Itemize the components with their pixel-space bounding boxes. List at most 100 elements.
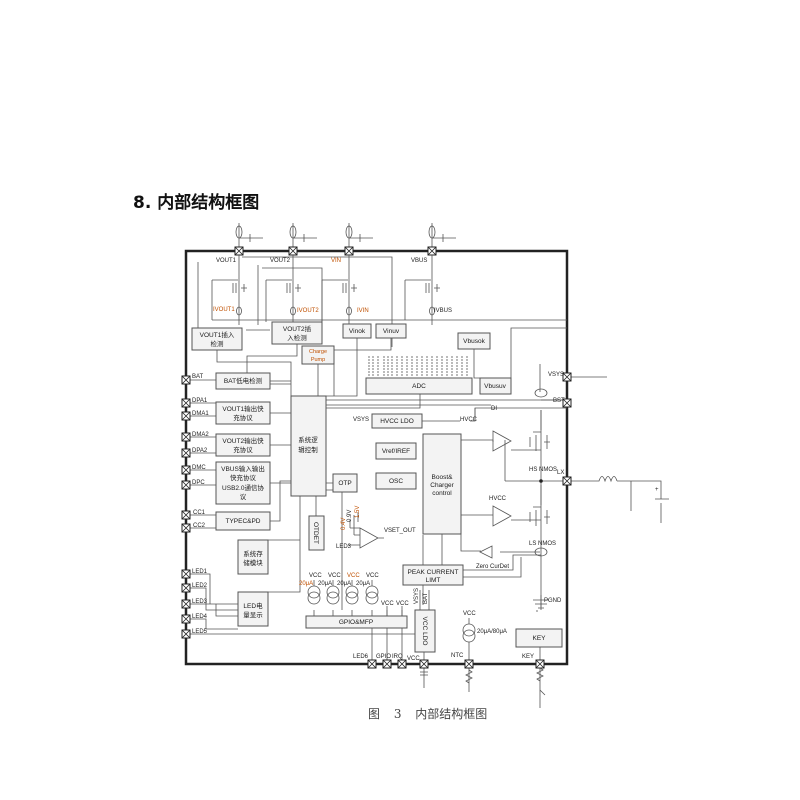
svg-text:VCC: VCC (463, 611, 476, 617)
ntc-current-source: VCC 20μA/80μA (420, 611, 546, 696)
figure-caption: 图 3 内部结构框图 (368, 707, 488, 721)
pin-label-dpa1: DPA1 (192, 398, 208, 404)
svg-text:OTP: OTP (338, 480, 351, 487)
svg-text:0.9V: 0.9V (347, 510, 353, 522)
lx-node-dot (539, 479, 543, 483)
svg-text:VOUT2输出快: VOUT2输出快 (222, 436, 264, 445)
svg-text:20μA: 20μA (356, 581, 370, 587)
sense-label-ivbus: IVBUS (434, 308, 452, 314)
pin-label-key: KEY (522, 654, 534, 660)
sense-label-ivout1: IVOUT1 (213, 307, 235, 313)
svg-text:VCC: VCC (366, 573, 379, 579)
pin-label-vout1: VOUT1 (216, 258, 237, 264)
power-path-mosfets (197, 255, 567, 347)
svg-text:Charger: Charger (430, 482, 454, 489)
block-vbusuv: Vbusuv (479, 377, 512, 395)
svg-text:HVCC LDO: HVCC LDO (380, 418, 414, 425)
pin-label-lx: LX (557, 470, 564, 476)
block-adc: ADC (365, 356, 473, 395)
pin-label-led4: LED4 (192, 614, 208, 620)
svg-text:VCC: VCC (347, 573, 360, 579)
sense-label-ivin: IVIN (357, 308, 369, 314)
pin-label-led2: LED2 (192, 583, 208, 589)
svg-text:VBUS输入输出: VBUS输入输出 (221, 464, 265, 473)
svg-text:Vinuv: Vinuv (383, 328, 400, 335)
label-di: DI (491, 406, 497, 412)
block-bat-low-detect: BAT低电检测 (215, 372, 271, 390)
svg-text:VOUT1输出快: VOUT1输出快 (222, 404, 264, 413)
pin-label-vcc: VCC (407, 656, 420, 662)
svg-text:USB2.0通信协: USB2.0通信协 (222, 483, 264, 492)
label-hs-nmos: HS NMOS (529, 467, 557, 473)
svg-text:Boost&: Boost& (432, 474, 454, 481)
top-external-connectors (235, 223, 456, 251)
section-title: 8. 内部结构框图 (133, 193, 260, 213)
pin-label-dpa2: DPA2 (192, 448, 208, 454)
block-vbusok: Vbusok (457, 332, 491, 350)
svg-text:检测: 检测 (211, 339, 225, 348)
svg-text:Vinok: Vinok (349, 328, 366, 335)
block-typec-pd: TYPEC&PD (215, 511, 271, 531)
pin-label-bat: BAT (192, 374, 204, 380)
sense-label-ivout2: IVOUT2 (297, 308, 319, 314)
svg-text:20μA/80μA: 20μA/80μA (477, 629, 507, 635)
pin-label-led3: LED3 (192, 599, 208, 605)
pin-label-cc1: CC1 (193, 510, 206, 516)
block-hvcc-ldo: HVCC LDO (371, 413, 423, 429)
label-pgnd: PGND (544, 598, 562, 604)
svg-text:VCC LDO: VCC LDO (421, 617, 428, 646)
svg-text:20μA: 20μA (299, 581, 313, 587)
svg-text:20μA: 20μA (337, 581, 351, 587)
svg-text:VOUT1插入: VOUT1插入 (200, 330, 235, 339)
svg-text:Vbusok: Vbusok (463, 338, 485, 345)
label-zero-curdet: Zero CurDet (476, 564, 509, 570)
block-gpio-mfp: GPIO&MFP (305, 615, 408, 629)
svg-text:储模块: 储模块 (243, 558, 263, 567)
svg-text:LED电: LED电 (243, 601, 263, 610)
pin-label-led6: LED6 (353, 654, 369, 660)
pin-label-vin: VIN (331, 258, 341, 264)
svg-text:LIMT: LIMT (426, 577, 441, 584)
svg-text:20μA: 20μA (318, 581, 332, 587)
svg-text:PEAK CURRENT: PEAK CURRENT (408, 569, 459, 576)
pin-label-ntc: NTC (451, 653, 464, 659)
svg-text:VCC: VCC (381, 601, 394, 607)
svg-text:Vbusuv: Vbusuv (484, 383, 506, 390)
pin-label-cc2: CC2 (193, 523, 206, 529)
svg-text:快充协议: 快充协议 (230, 473, 257, 482)
label-ls-nmos: LS NMOS (529, 541, 556, 547)
svg-text:control: control (432, 490, 452, 497)
svg-text:VCC: VCC (396, 601, 409, 607)
right-pins: VSYS BST LX (548, 372, 572, 486)
pin-label-gpio: GPIO (376, 654, 391, 660)
pin-label-vsys: VSYS (548, 372, 564, 378)
hvcc-line (422, 408, 476, 422)
svg-text:系统存: 系统存 (243, 549, 263, 558)
pin-label-irq: IRQ (392, 654, 403, 660)
svg-text:LED3: LED3 (336, 544, 352, 550)
svg-text:VSET_OUT: VSET_OUT (384, 528, 416, 534)
label-vsys-in: VSYS (353, 417, 369, 423)
svg-text:BAT: BAT (423, 592, 429, 604)
block-otdet: OTDET (308, 515, 325, 551)
block-key: KEY (515, 628, 563, 648)
block-otp: OTP (332, 473, 358, 493)
svg-text:VOUT2插: VOUT2插 (283, 324, 312, 333)
svg-text:量显示: 量显示 (243, 611, 263, 619)
svg-text:VCC: VCC (328, 573, 341, 579)
block-osc: OSC (375, 472, 417, 490)
svg-text:议: 议 (240, 493, 247, 501)
label-hvcc-driver: HVCC (489, 496, 507, 502)
top-pins: VOUT1 VOUT2 VIN VBUS (216, 246, 437, 264)
pin-label-led5: LED5 (192, 629, 208, 635)
svg-text:Charge: Charge (309, 349, 327, 355)
svg-text:入检测: 入检测 (287, 333, 307, 342)
battery-plus: + (655, 487, 659, 493)
pin-label-vout2: VOUT2 (270, 258, 291, 264)
svg-text:系统逻: 系统逻 (298, 435, 318, 444)
pin-label-dma1: DMA1 (192, 411, 209, 417)
